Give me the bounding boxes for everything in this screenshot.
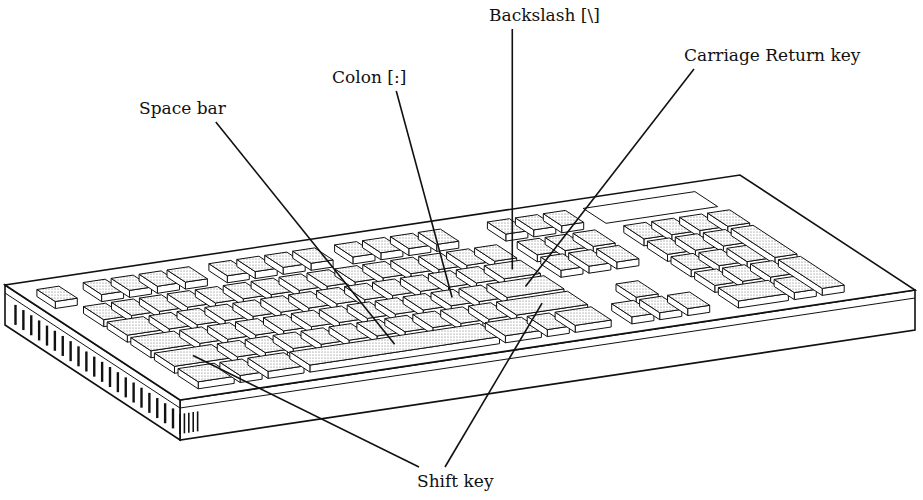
- keyboard-body: [5, 175, 915, 440]
- vent: [192, 412, 194, 432]
- key-top: [708, 210, 750, 227]
- vent: [117, 372, 119, 392]
- key-top: [290, 324, 500, 366]
- key-top: [37, 286, 77, 301]
- edge-line: [5, 293, 915, 408]
- leader-lines: [193, 29, 694, 467]
- vent: [125, 377, 127, 397]
- leader-line: [193, 355, 419, 467]
- vent: [38, 320, 40, 340]
- vent: [172, 408, 174, 428]
- vent: [14, 305, 16, 325]
- vent: [140, 388, 142, 408]
- part-label: Carriage Return key: [682, 44, 862, 66]
- part-label: Backslash [\]: [487, 4, 602, 26]
- vent: [164, 403, 166, 423]
- key: [290, 324, 500, 373]
- vent: [197, 411, 199, 431]
- vent: [148, 393, 150, 413]
- key: [167, 267, 207, 289]
- vent: [93, 357, 95, 377]
- key: [37, 286, 77, 308]
- key-top: [668, 292, 710, 309]
- key: [597, 245, 639, 269]
- vent: [77, 346, 79, 366]
- leader-line: [396, 91, 452, 298]
- vent: [188, 413, 190, 433]
- key-top: [555, 307, 611, 326]
- vent: [69, 341, 71, 361]
- part-label: Shift key: [415, 470, 496, 492]
- leader-line: [445, 303, 542, 467]
- vent: [179, 414, 181, 434]
- part-label: Colon [:]: [330, 66, 408, 88]
- vent: [156, 398, 158, 418]
- key-top: [418, 229, 459, 244]
- key-top: [167, 267, 207, 282]
- vent: [184, 413, 186, 433]
- key-top: [597, 245, 639, 262]
- leader-line: [525, 69, 694, 287]
- key-top: [616, 281, 658, 298]
- key: [555, 307, 611, 333]
- key: [543, 210, 583, 232]
- key-set: [37, 192, 844, 389]
- key-top: [731, 225, 797, 257]
- vent: [62, 336, 64, 356]
- vent: [30, 315, 32, 335]
- vent: [46, 326, 48, 346]
- leader-line: [511, 29, 513, 269]
- vent: [22, 310, 24, 330]
- key: [668, 292, 710, 316]
- vent: [109, 367, 111, 387]
- key-top: [573, 230, 615, 247]
- front-face: [180, 290, 915, 440]
- key-top: [778, 256, 844, 288]
- key: [778, 256, 844, 295]
- leader-line: [216, 122, 395, 344]
- part-label: Space bar: [137, 97, 228, 119]
- vent: [85, 351, 87, 371]
- key-top: [475, 245, 517, 262]
- vent: [54, 331, 56, 351]
- vent: [101, 362, 103, 382]
- vent: [132, 383, 134, 403]
